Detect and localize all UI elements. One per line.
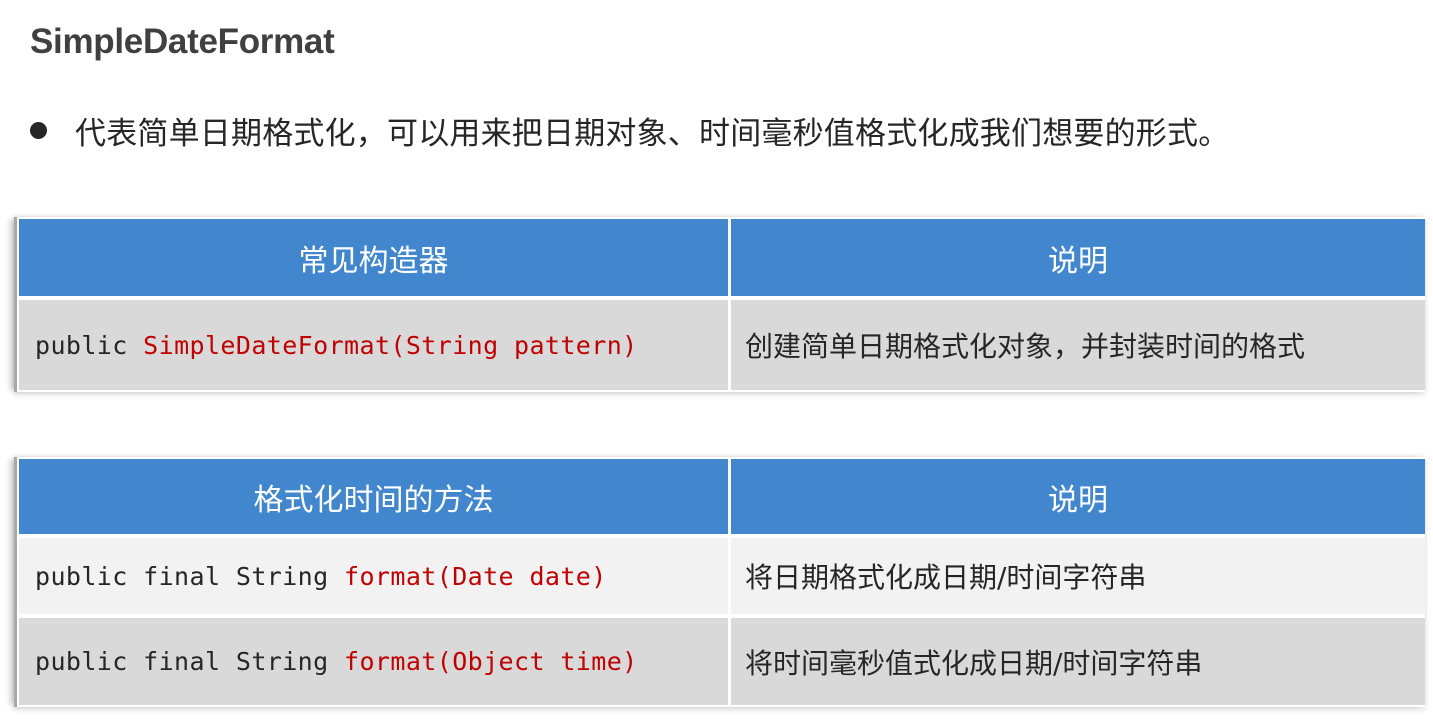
bullet-dot-icon <box>30 122 47 139</box>
code-cell: public SimpleDateFormat(String pattern) <box>19 300 728 390</box>
bullet-item: 代表简单日期格式化，可以用来把日期对象、时间毫秒值格式化成我们想要的形式。 <box>30 108 1229 153</box>
header-cell-description: 说明 <box>731 219 1425 296</box>
code-highlight: SimpleDateFormat(String pattern) <box>143 330 638 360</box>
code-highlight: format(Object time) <box>344 647 638 676</box>
bullet-text: 代表简单日期格式化，可以用来把日期对象、时间毫秒值格式化成我们想要的形式。 <box>75 116 1230 152</box>
description-cell: 创建简单日期格式化对象，并封装时间的格式 <box>731 300 1425 390</box>
code-highlight: format(Date date) <box>344 561 607 591</box>
table-header-row: 常见构造器 说明 <box>19 219 1425 296</box>
header-cell-description: 说明 <box>731 459 1425 534</box>
code-signature: public final String format(Object time) <box>19 647 638 676</box>
header-cell-method: 格式化时间的方法 <box>19 459 728 534</box>
description-cell: 将时间毫秒值式化成日期/时间字符串 <box>731 618 1425 705</box>
description-text: 创建简单日期格式化对象，并封装时间的格式 <box>745 330 1306 363</box>
code-signature: public SimpleDateFormat(String pattern) <box>19 331 638 360</box>
methods-table: 格式化时间的方法 说明 public final String format(D… <box>14 457 1425 707</box>
code-prefix: public final String <box>35 647 345 676</box>
page-title: SimpleDateFormat <box>30 22 335 61</box>
description-cell: 将日期格式化成日期/时间字符串 <box>731 538 1425 614</box>
code-prefix: public <box>35 330 144 360</box>
code-cell: public final String format(Date date) <box>19 538 728 614</box>
description-text: 将时间毫秒值式化成日期/时间字符串 <box>745 646 1203 680</box>
code-signature: public final String format(Date date) <box>19 562 607 591</box>
code-cell: public final String format(Object time) <box>19 618 728 705</box>
header-cell-constructor: 常见构造器 <box>19 219 728 296</box>
description-text: 将日期格式化成日期/时间字符串 <box>745 561 1147 594</box>
code-prefix: public final String <box>35 561 345 591</box>
table-row: public final String format(Date date) 将日… <box>19 538 1425 614</box>
constructors-table: 常见构造器 说明 public SimpleDateFormat(String … <box>14 217 1425 392</box>
table-row: public final String format(Object time) … <box>19 618 1425 705</box>
table-header-row: 格式化时间的方法 说明 <box>19 459 1425 534</box>
table-row: public SimpleDateFormat(String pattern) … <box>19 300 1425 390</box>
